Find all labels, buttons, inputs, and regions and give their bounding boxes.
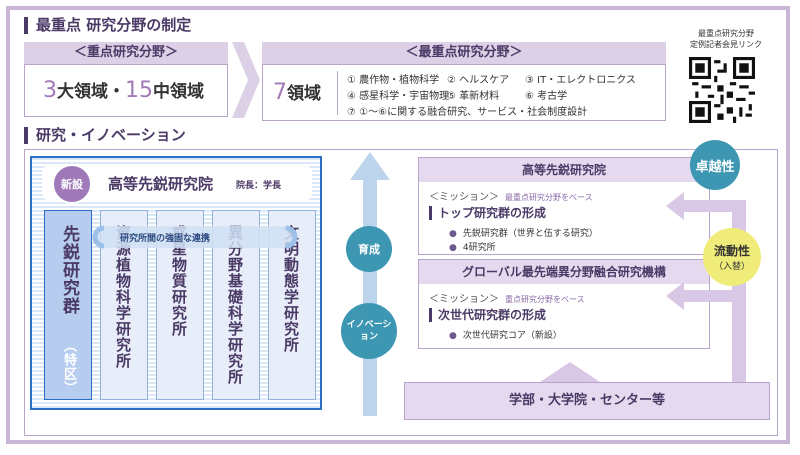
advanced-box: 高等先鋭研究院 ＜ミッション＞最重点研究分野をベース トップ研究群の形成 先鋭研… <box>418 157 710 255</box>
institute-head: 院長：学長 <box>236 181 282 191</box>
outer-frame <box>6 6 790 444</box>
advanced-title: 高等先鋭研究院 <box>419 158 709 182</box>
global-box: グローバル最先端異分野融合研究機構 ＜ミッション＞重点研究分野をベース 次世代研… <box>418 259 710 349</box>
new-badge: 新設 <box>52 164 92 204</box>
up-triangle-icon <box>540 362 600 382</box>
qr-caption-line1: 最重点研究分野 <box>698 29 754 38</box>
global-mission: ＜ミッション＞重点研究分野をベース <box>429 294 585 305</box>
column-interdisciplinary-label: 異分野基礎科学研究所 <box>226 225 244 385</box>
key-num1: 3 <box>43 78 57 103</box>
innovation-circle: イノベーション <box>341 303 397 359</box>
divider <box>337 71 338 115</box>
global-title: グローバル最先端異分野融合研究機構 <box>419 260 709 284</box>
excellence-circle: 卓越性 <box>690 140 740 190</box>
key-label1: 大領域・ <box>57 82 125 102</box>
column-pioneer-label: 先鋭研究群 <box>59 225 79 315</box>
column-plant-label: 資源植物科学研究所 <box>114 225 132 369</box>
qr-caption: 最重点研究分野 定例記者会見リンク <box>676 28 776 50</box>
section2-frame <box>24 149 778 436</box>
column-civilization-label: 文明動態学研究所 <box>282 225 300 353</box>
faculty-bar: 学部・大学院・センター等 <box>404 382 770 420</box>
advanced-mission: ＜ミッション＞最重点研究分野をベース <box>429 192 593 203</box>
section2-title: 研究・イノベーション <box>24 127 186 144</box>
mobility-circle: 流動性 （入替） <box>703 228 761 286</box>
mobility-label: 流動性 <box>713 244 750 258</box>
qr-caption-line2: 定例記者会見リンク <box>690 40 762 49</box>
qr-code-icon[interactable] <box>689 57 755 123</box>
field-1: ① 農作物・植物科学 <box>347 75 440 86</box>
column-pioneer-sub: （特区） <box>61 339 76 395</box>
up-arrow-icon <box>350 152 390 416</box>
global-subhead: 次世代研究群の形成 <box>429 308 546 322</box>
chevron-right-icon <box>232 42 260 118</box>
grow-circle: 育成 <box>346 226 392 272</box>
column-pioneer: 先鋭研究群 （特区） <box>44 210 92 400</box>
field-2: ② ヘルスケア <box>447 75 510 86</box>
key-fields-header: ＜重点研究分野＞ <box>24 42 228 64</box>
global-bullet-1: 次世代研究コア（新設） <box>449 328 562 341</box>
section1-title: 最重点 研究分野の制定 <box>24 17 191 34</box>
key-fields-box: 3大領域・15中領域 <box>24 64 228 117</box>
institute-name: 高等先鋭研究院 <box>108 175 214 193</box>
field-5: ⑤ 革新材料 <box>447 91 500 102</box>
advanced-bullet-2: 4研究所 <box>449 240 496 253</box>
key-label2: 中領域 <box>153 82 204 102</box>
linkage-arrows-icon <box>92 225 298 249</box>
top-num: 7 <box>273 80 287 105</box>
mobility-sub: （入替） <box>713 262 750 272</box>
top-label: 領域 <box>287 84 321 104</box>
top-fields-box: 7領域 ① 農作物・植物科学 ② ヘルスケア ③ IT・エレクトロニクス ④ 感… <box>262 64 666 121</box>
key-num2: 15 <box>125 78 153 103</box>
advanced-subhead: トップ研究群の形成 <box>429 206 546 220</box>
field-4: ④ 感星科学・宇宙物理 <box>347 91 450 102</box>
column-planet-label: 惑星物質研究所 <box>170 225 188 337</box>
field-3: ③ IT・エレクトロニクス <box>525 75 636 86</box>
linkage-label: 研究所間の強固な連携 <box>120 234 211 244</box>
advanced-bullet-1: 先鋭研究群（世界と伍する研究） <box>449 226 598 239</box>
field-6: ⑥ 考古学 <box>525 91 568 102</box>
field-7: ⑦ ①～⑥に関する融合研究、サービス・社会制度設計 <box>347 107 588 118</box>
top-fields-header: ＜最重点研究分野＞ <box>262 42 666 64</box>
